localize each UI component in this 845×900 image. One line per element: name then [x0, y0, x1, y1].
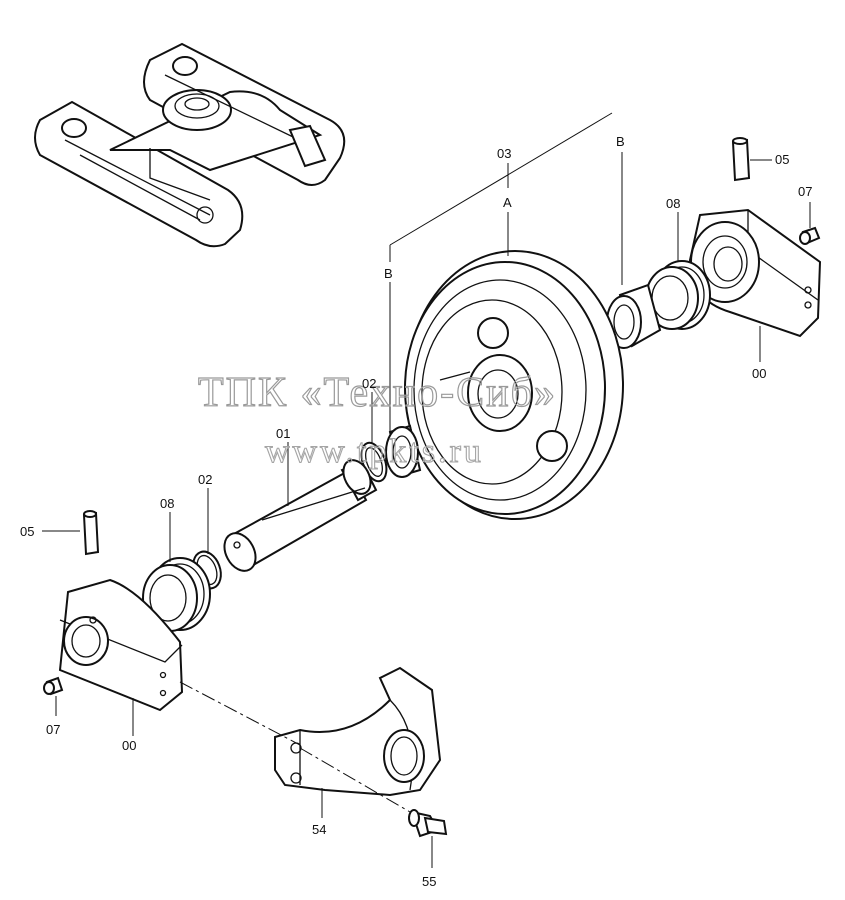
label-part-08-upper: 08: [666, 196, 680, 211]
label-part-03: 03: [497, 146, 511, 161]
label-section-b-left: B: [384, 266, 393, 281]
pin-05-upper: [731, 137, 751, 182]
label-part-02-upper: 02: [362, 376, 376, 391]
label-part-02-lower: 02: [198, 472, 212, 487]
label-part-54: 54: [312, 822, 326, 837]
plug-07-upper: [799, 226, 821, 245]
idler-wheel-03: [404, 250, 624, 520]
label-part-55: 55: [422, 874, 436, 889]
leader-lines: [42, 112, 811, 868]
label-part-07-upper: 07: [798, 184, 812, 199]
plug-07-lower: [43, 676, 64, 696]
label-part-08-lower: 08: [160, 496, 174, 511]
bushing-center: [385, 424, 422, 478]
bearing-block-00-upper: [688, 208, 822, 338]
label-part-01: 01: [276, 426, 290, 441]
watermark: ТПК «Техно-Сиб» www.tpkts.ru: [197, 369, 557, 470]
track-frame-assembly: [34, 42, 346, 248]
shaft-01: [223, 459, 378, 572]
label-part-00-lower: 00: [122, 738, 136, 753]
part-labels: 03 A B B 05 07 08 00 02 01 02 08 05 07 0…: [20, 134, 812, 889]
bearing-block-00-lower: [58, 578, 184, 712]
bolt-55: [408, 809, 448, 838]
bracket-54: [274, 666, 442, 797]
label-section-a: A: [503, 195, 512, 210]
pin-05-lower: [82, 510, 100, 556]
label-section-b-right: B: [616, 134, 625, 149]
label-part-05-lower: 05: [20, 524, 34, 539]
label-part-00-upper: 00: [752, 366, 766, 381]
label-part-05-upper: 05: [775, 152, 789, 167]
bushing-upper: [606, 283, 662, 349]
label-part-07-lower: 07: [46, 722, 60, 737]
watermark-url: www.tpkts.ru: [265, 433, 484, 470]
watermark-title: ТПК «Техно-Сиб»: [198, 370, 557, 416]
